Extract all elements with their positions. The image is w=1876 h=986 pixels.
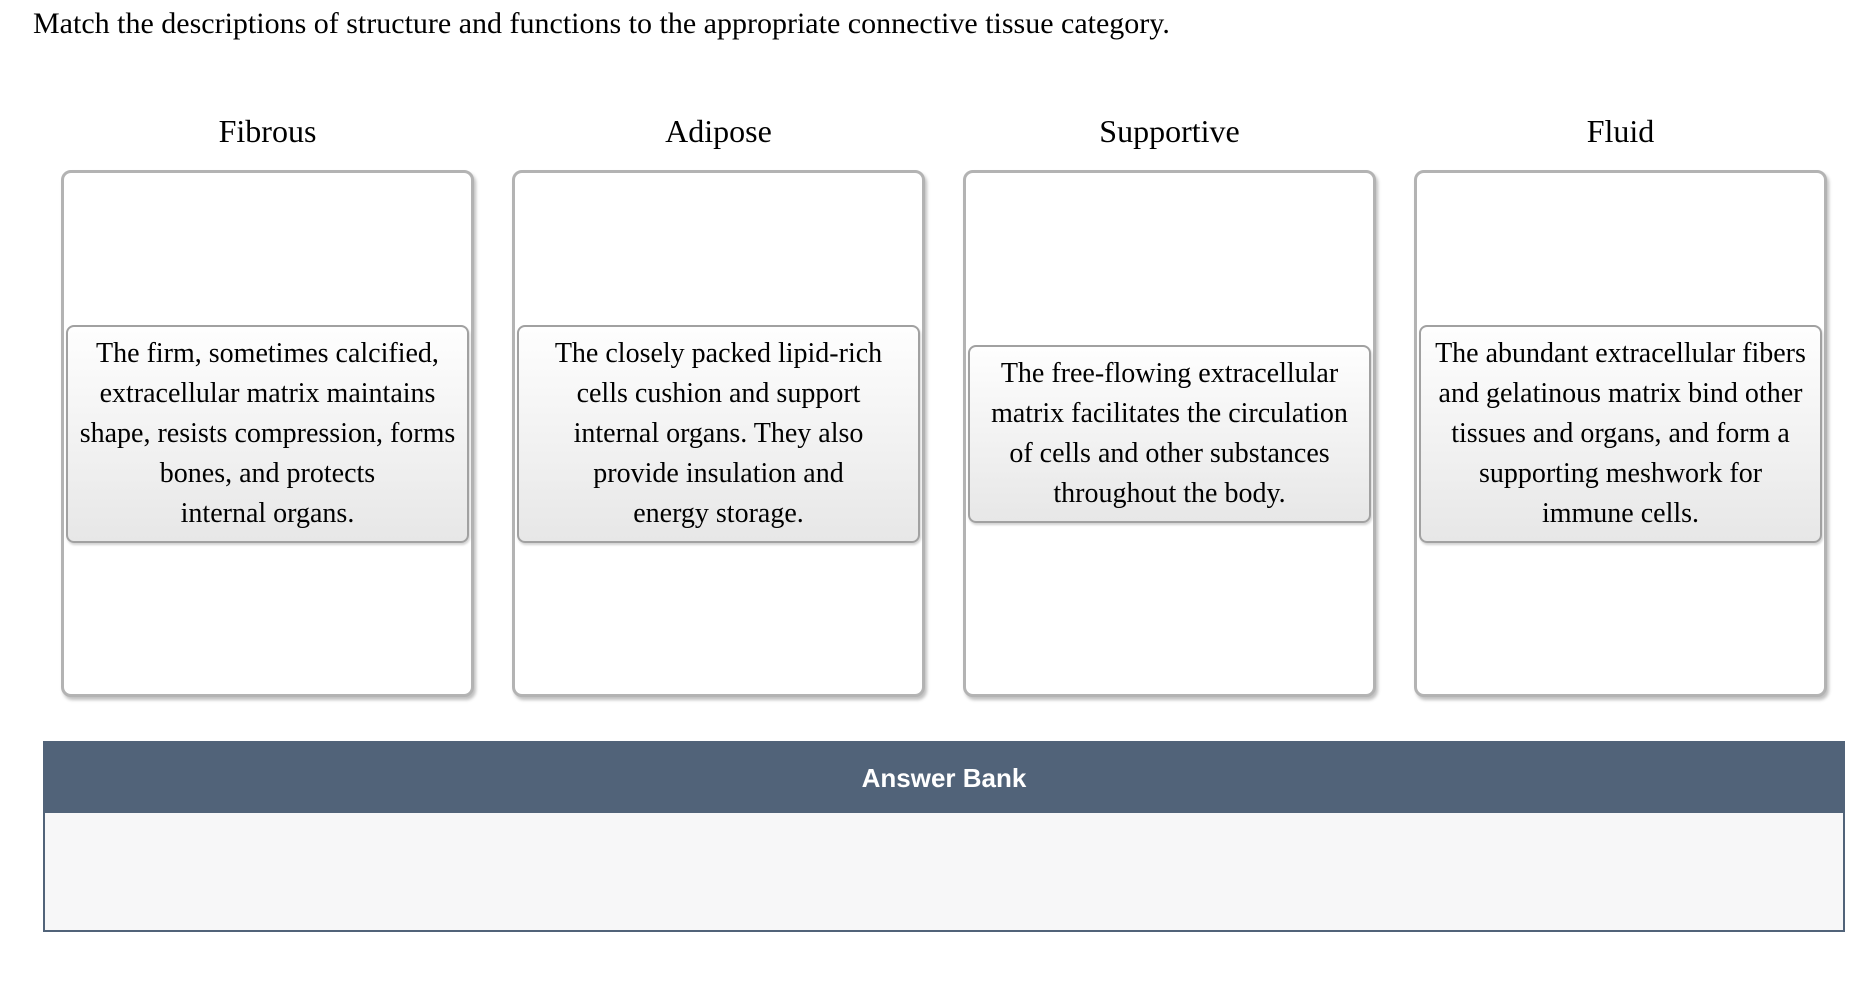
drop-zone-fibrous[interactable]: The firm, sometimes calcified, extracell… xyxy=(61,170,474,697)
answer-bank-tray[interactable] xyxy=(45,813,1843,930)
category-columns: Fibrous The firm, sometimes calcified, e… xyxy=(61,108,1827,697)
drop-zone-fluid[interactable]: The abundant extracellular fibers and ge… xyxy=(1414,170,1827,697)
drop-zone-supportive[interactable]: The free-flowing extracellular matrix fa… xyxy=(963,170,1376,697)
drop-zone-adipose[interactable]: The closely packed lipid-rich cells cush… xyxy=(512,170,925,697)
answer-card-fluid[interactable]: The abundant extracellular fibers and ge… xyxy=(1419,324,1822,543)
category-header-supportive: Supportive xyxy=(1099,113,1240,149)
page-title: Match the descriptions of structure and … xyxy=(33,7,1170,40)
answer-bank-header: Answer Bank xyxy=(45,743,1843,813)
answer-card-adipose[interactable]: The closely packed lipid-rich cells cush… xyxy=(517,324,920,543)
category-header-adipose: Adipose xyxy=(665,113,772,149)
category-column-adipose: Adipose The closely packed lipid-rich ce… xyxy=(512,108,925,697)
answer-bank: Answer Bank xyxy=(43,741,1845,932)
category-header-fibrous: Fibrous xyxy=(218,113,317,149)
category-column-fibrous: Fibrous The firm, sometimes calcified, e… xyxy=(61,108,474,697)
category-column-fluid: Fluid The abundant extracellular fibers … xyxy=(1414,108,1827,697)
answer-card-supportive[interactable]: The free-flowing extracellular matrix fa… xyxy=(968,344,1371,523)
answer-card-fibrous[interactable]: The firm, sometimes calcified, extracell… xyxy=(66,324,469,543)
category-column-supportive: Supportive The free-flowing extracellula… xyxy=(963,108,1376,697)
category-header-fluid: Fluid xyxy=(1586,113,1655,149)
